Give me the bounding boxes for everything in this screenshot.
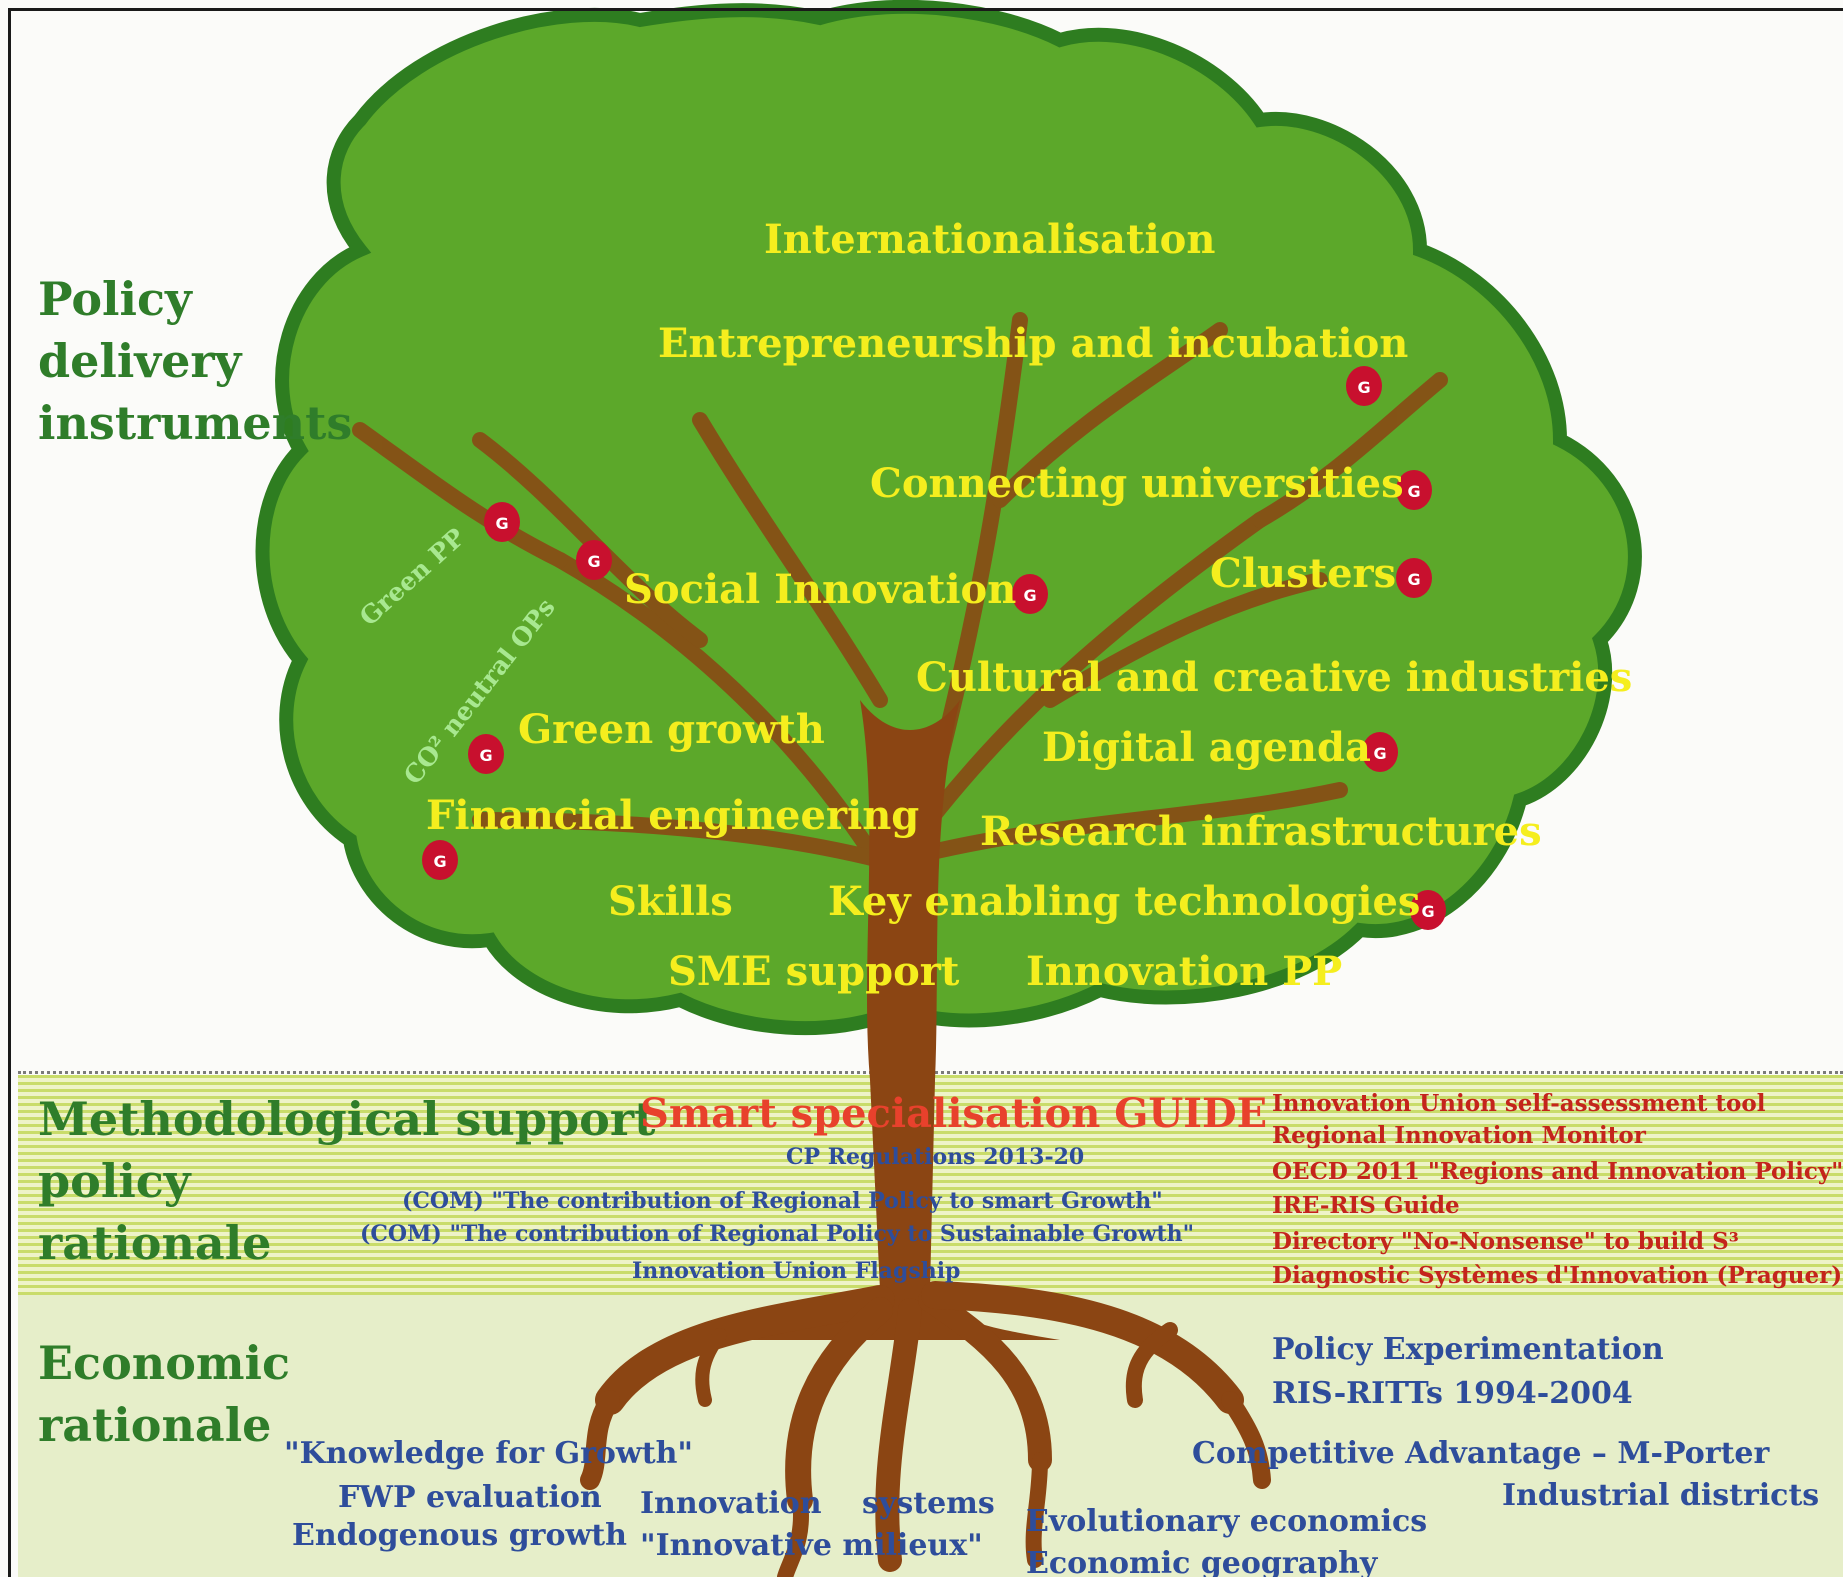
- leaf-green-growth: Green growth: [518, 706, 825, 753]
- apple-icon: G: [1012, 574, 1048, 614]
- leaf-key-enabling-technologies: Key enabling technologies: [828, 878, 1421, 925]
- tree-branches: [352, 312, 1448, 908]
- svg-text:G: G: [1357, 378, 1370, 397]
- method-right-item: IRE-RIS Guide: [1272, 1192, 1460, 1219]
- leaf-entrepreneurship: Entrepreneurship and incubation: [658, 320, 1409, 367]
- method-right-item: Diagnostic Systèmes d'Innovation (Prague…: [1272, 1262, 1843, 1289]
- methodological-label: Methodological support policy rationale: [38, 1092, 656, 1270]
- leaf-skills: Skills: [608, 878, 733, 925]
- svg-text:G: G: [1421, 902, 1434, 921]
- method-center-item: (COM) "The contribution of Regional Poli…: [402, 1188, 1163, 1214]
- svg-text:G: G: [1373, 744, 1386, 763]
- method-center-item: CP Regulations 2013-20: [786, 1144, 1085, 1170]
- smart-specialisation-guide: Smart specialisation GUIDE: [640, 1090, 1268, 1137]
- root-industrial-districts: Industrial districts: [1502, 1478, 1820, 1513]
- leaf-research-infrastructures: Research infrastructures: [980, 808, 1542, 855]
- policy-delivery-label: Policy delivery instruments: [38, 272, 353, 450]
- root-policy-experimentation: Policy Experimentation: [1272, 1332, 1664, 1367]
- svg-text:G: G: [1023, 586, 1036, 605]
- apple-icon: G: [576, 540, 612, 580]
- method-right-item: OECD 2011 "Regions and Innovation Policy…: [1272, 1158, 1843, 1185]
- svg-text:G: G: [587, 552, 600, 571]
- apple-icon: G: [1396, 558, 1432, 598]
- tree-trunk: [680, 700, 1060, 1340]
- root-fwp-evaluation: FWP evaluation: [338, 1480, 602, 1515]
- root-evolutionary-economics: Evolutionary economics: [1026, 1504, 1428, 1539]
- economic-band: [18, 1295, 1843, 1577]
- apple-icon: G: [1362, 732, 1398, 772]
- root-innovative-milieux: "Innovative milieux": [640, 1528, 983, 1563]
- root-systems: systems: [862, 1486, 995, 1521]
- apple-icon: G: [422, 840, 458, 880]
- root-endogenous-growth: Endogenous growth: [292, 1518, 627, 1553]
- leaf-clusters: Clusters: [1210, 550, 1397, 597]
- apple-icon: G: [484, 502, 520, 542]
- method-right-item: Innovation Union self-assessment tool: [1272, 1090, 1766, 1117]
- method-right-item: Directory "No-Nonsense" to build S³: [1272, 1228, 1739, 1255]
- tree-roots: [580, 1281, 1271, 1577]
- leaf-social-innovation: Social Innovation: [624, 566, 1017, 613]
- svg-text:G: G: [1407, 482, 1420, 501]
- method-center-item: Innovation Union Flagship: [632, 1258, 961, 1284]
- method-center-item: (COM) "The contribution of Regional Poli…: [360, 1221, 1195, 1247]
- method-right-item: Regional Innovation Monitor: [1272, 1122, 1646, 1149]
- root-competitive-advantage: Competitive Advantage – M-Porter: [1192, 1436, 1770, 1471]
- apple-icon: G: [1346, 366, 1382, 406]
- leaf-connecting-universities: Connecting universities: [870, 460, 1404, 507]
- root-knowledge-for-growth: "Knowledge for Growth": [284, 1436, 694, 1471]
- svg-text:G: G: [433, 852, 446, 871]
- apple-icon: G: [1410, 890, 1446, 930]
- apple-icon: G: [1396, 470, 1432, 510]
- root-economic-geography: Economic geography: [1026, 1546, 1378, 1577]
- tree-foliage: [255, 0, 1642, 1036]
- leaf-digital-agenda: Digital agenda: [1042, 724, 1371, 771]
- svg-text:G: G: [479, 746, 492, 765]
- apple-icon: G: [468, 734, 504, 774]
- leaf-innovation-pp: Innovation PP: [1026, 948, 1343, 995]
- apple-icons: G G G G G G G G G G: [422, 366, 1446, 930]
- svg-text:G: G: [1407, 570, 1420, 589]
- leaf-financial-engineering: Financial engineering: [426, 792, 920, 839]
- leaf-internationalisation: Internationalisation: [764, 216, 1216, 263]
- svg-text:G: G: [495, 514, 508, 533]
- root-innovation: Innovation: [640, 1486, 822, 1521]
- economic-label: Economic rationale: [38, 1336, 291, 1452]
- root-ris-ritts: RIS-RITTs 1994-2004: [1272, 1376, 1633, 1411]
- leaf-cultural-creative: Cultural and creative industries: [916, 654, 1633, 701]
- leaf-sme-support: SME support: [668, 948, 960, 995]
